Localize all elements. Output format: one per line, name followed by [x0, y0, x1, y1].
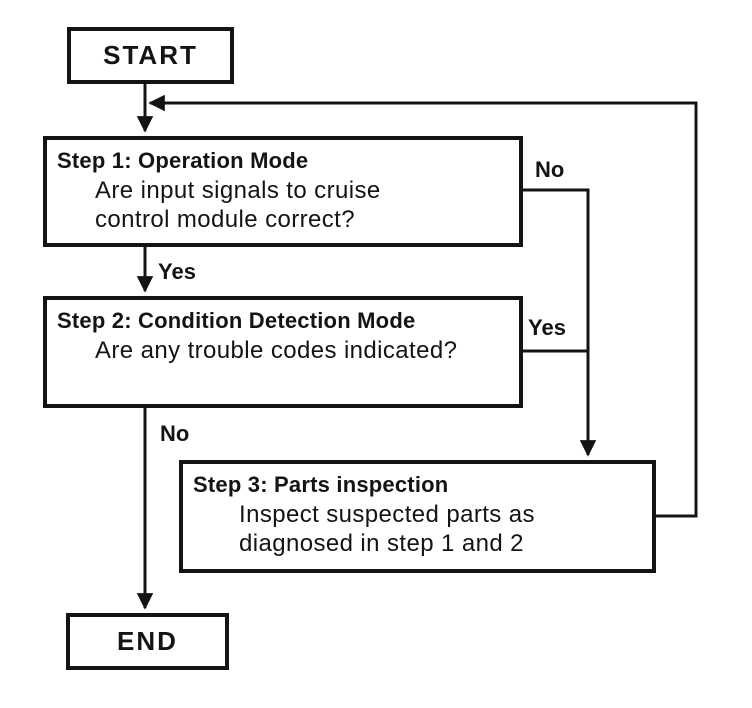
end-node: END — [66, 613, 229, 670]
step1-question-line2: control module correct? — [95, 206, 355, 233]
step1-title: Step 1: Operation Mode — [57, 148, 309, 173]
step3-node: Step 3: Parts inspection Inspect suspect… — [179, 460, 656, 573]
connector-step1-no-to-step3 — [521, 188, 597, 457]
edge-label-step1-yes: Yes — [158, 259, 196, 284]
edge-label-step2-yes: Yes — [528, 315, 566, 340]
step3-title: Step 3: Parts inspection — [193, 472, 449, 497]
start-node-label: START — [103, 40, 198, 70]
step1-question-line1: Are input signals to cruise — [95, 177, 381, 204]
end-node-label: END — [117, 626, 178, 656]
step3-action-line1: Inspect suspected parts as — [239, 501, 535, 528]
step2-title: Step 2: Condition Detection Mode — [57, 308, 416, 333]
step3-action-line2: diagnosed in step 1 and 2 — [239, 530, 524, 557]
step1-node: Step 1: Operation Mode Are input signals… — [43, 136, 523, 247]
start-node: START — [67, 27, 234, 84]
edge-label-step1-no: No — [535, 157, 565, 182]
step2-question-line1: Are any trouble codes indicated? — [95, 337, 458, 364]
edge-label-step2-no: No — [160, 421, 190, 446]
step2-node: Step 2: Condition Detection Mode Are any… — [43, 296, 523, 408]
connector-step3-feedback-to-start-line — [148, 94, 698, 518]
